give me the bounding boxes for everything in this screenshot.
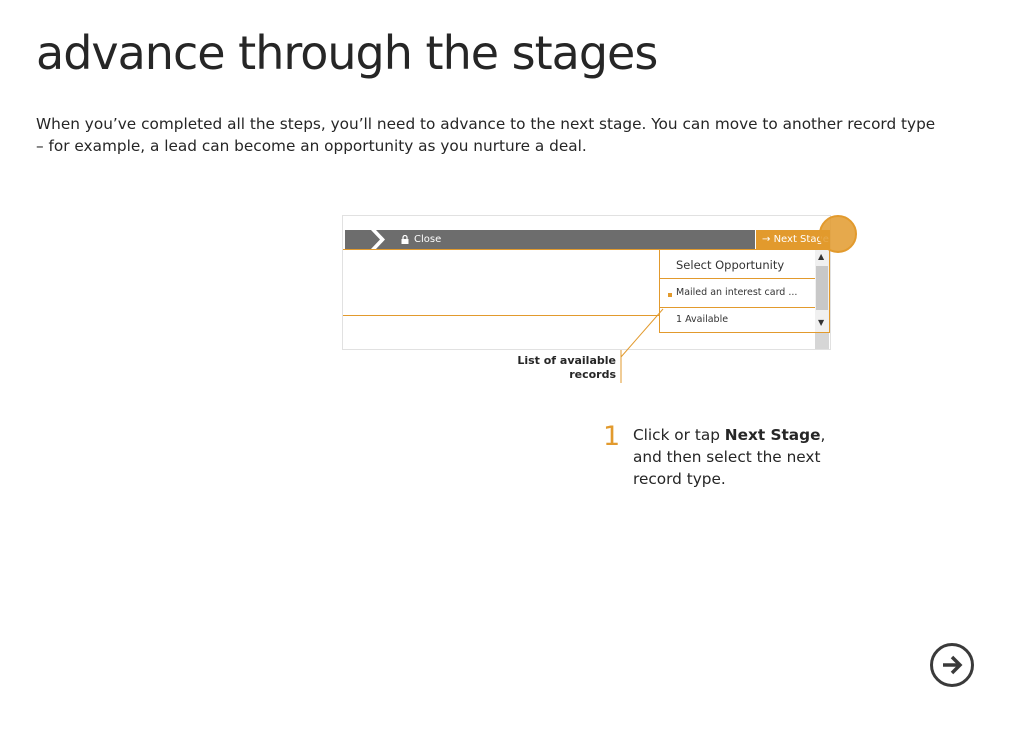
scroll-thumb[interactable]: [816, 266, 828, 310]
step-text: Click or tap Next Stage, and then select…: [633, 424, 853, 490]
step-prefix: Click or tap: [633, 426, 725, 444]
callout-line-2: records: [569, 368, 616, 381]
arrow-right-circle-icon: [943, 655, 963, 675]
dropdown-divider: [660, 278, 815, 279]
intro-text: When you’ve completed all the steps, you…: [36, 115, 936, 155]
callout-line-1: List of available: [517, 354, 616, 367]
next-stage-label: Next Stage: [773, 234, 829, 245]
tap-indicator-icon: [819, 215, 857, 253]
arrow-right-icon: →: [762, 234, 771, 245]
highlight-line-bottom: [343, 315, 659, 316]
chevron-right-icon: [371, 230, 385, 249]
scroll-up-icon[interactable]: ▲: [818, 252, 825, 261]
step-bold: Next Stage: [724, 426, 821, 444]
available-count: 1 Available: [676, 314, 729, 325]
record-dropdown[interactable]: Select Opportunity Mailed an interest ca…: [659, 249, 830, 333]
dropdown-title: Select Opportunity: [676, 258, 785, 272]
stage-bar: Close: [345, 230, 755, 249]
step-suffix: , and then select the next record type.: [633, 426, 826, 488]
dropdown-item[interactable]: Mailed an interest card ...: [676, 287, 798, 298]
stage-label: Close: [414, 234, 442, 245]
step-number: 1: [603, 421, 621, 452]
page-title: advance through the stages: [36, 26, 658, 80]
pointer-dot: [668, 293, 672, 297]
callout-label: List of available records: [500, 354, 616, 382]
scroll-track: [815, 333, 829, 349]
highlight-line-top: [343, 249, 659, 250]
next-page-button[interactable]: [930, 643, 974, 687]
next-stage-button[interactable]: → Next Stage: [756, 230, 830, 249]
lock-icon: [401, 235, 409, 244]
screenshot-panel: Close → Next Stage Select Opportunity Ma…: [342, 215, 831, 350]
scroll-down-icon[interactable]: ▼: [818, 318, 825, 327]
dropdown-scrollbar[interactable]: ▲ ▼: [815, 250, 829, 332]
dropdown-divider: [660, 307, 815, 308]
